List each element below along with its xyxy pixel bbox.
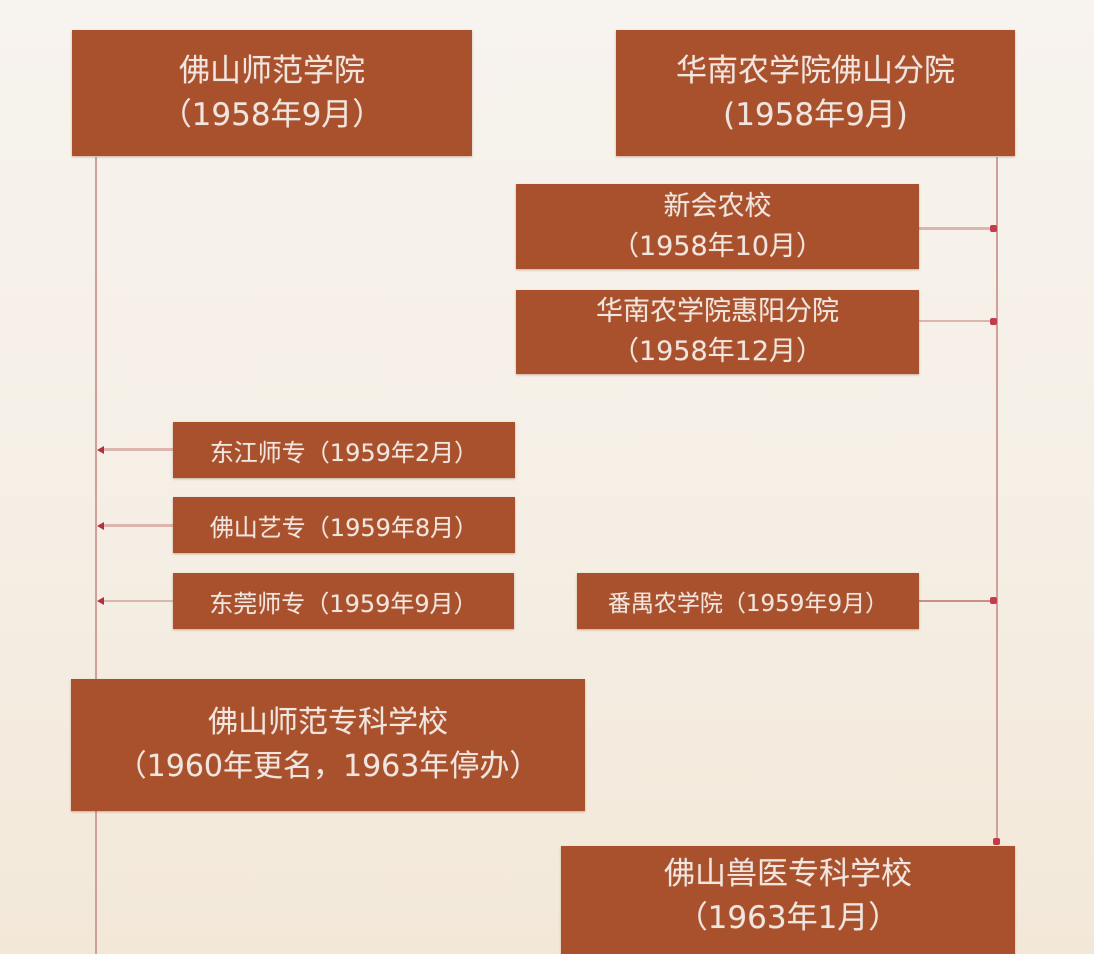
- node-foshan-normal-college: 佛山师范学院 （1958年9月）: [72, 30, 472, 156]
- node-name: 佛山师范专科学校: [208, 705, 448, 740]
- node-label: 佛山艺专（1959年8月）: [209, 513, 479, 542]
- node-date: （1958年9月）: [160, 97, 384, 133]
- node-scau-foshan-branch: 华南农学院佛山分院 (1958年9月): [616, 30, 1015, 156]
- connector-dongguan: [100, 600, 173, 602]
- node-label: 番禺农学院（1959年9月）: [607, 591, 889, 617]
- node-foshan-art: 佛山艺专（1959年8月）: [173, 497, 515, 553]
- arrow-left-icon: [97, 597, 104, 605]
- node-label: 东莞师专（1959年9月）: [209, 589, 478, 618]
- node-dongjiang-normal: 东江师专（1959年2月）: [173, 422, 515, 478]
- node-foshan-normal-junior: 佛山师范专科学校 （1960年更名，1963年停办）: [71, 679, 585, 811]
- node-name: 华南农学院惠阳分院: [596, 296, 839, 327]
- node-date: (1958年9月): [723, 97, 908, 133]
- left-timeline-line: [95, 157, 97, 954]
- node-date: （1960年更名，1963年停办）: [116, 749, 540, 784]
- node-name: 新会农校: [663, 190, 772, 222]
- node-foshan-vet-junior: 佛山兽医专科学校 （1963年1月）: [561, 846, 1015, 954]
- merge-marker: [993, 838, 1000, 845]
- node-label: 东江师专（1959年2月）: [209, 438, 479, 467]
- merge-marker: [990, 597, 997, 604]
- connector-foshan-art: [100, 524, 173, 527]
- node-date: （1963年1月）: [676, 900, 900, 936]
- merge-marker: [990, 225, 997, 232]
- connector-dongjiang: [100, 448, 173, 451]
- connector-xinhui: [919, 227, 993, 230]
- connector-panyu: [919, 600, 993, 602]
- node-date: （1958年12月）: [611, 336, 824, 367]
- arrow-left-icon: [97, 446, 104, 454]
- node-dongguan-normal: 东莞师专（1959年9月）: [173, 573, 514, 629]
- node-xinhui-agri-school: 新会农校 （1958年10月）: [516, 184, 919, 269]
- node-panyu-agri-college: 番禺农学院（1959年9月）: [577, 573, 919, 629]
- node-date: （1958年10月）: [611, 230, 824, 262]
- connector-huiyang: [919, 320, 993, 322]
- node-name: 佛山兽医专科学校: [664, 856, 912, 892]
- merge-marker: [990, 318, 997, 325]
- node-scau-huiyang-branch: 华南农学院惠阳分院 （1958年12月）: [516, 290, 919, 374]
- arrow-left-icon: [97, 522, 104, 530]
- node-name: 佛山师范学院: [179, 53, 365, 89]
- right-timeline-line: [996, 157, 998, 842]
- node-name: 华南农学院佛山分院: [676, 53, 955, 89]
